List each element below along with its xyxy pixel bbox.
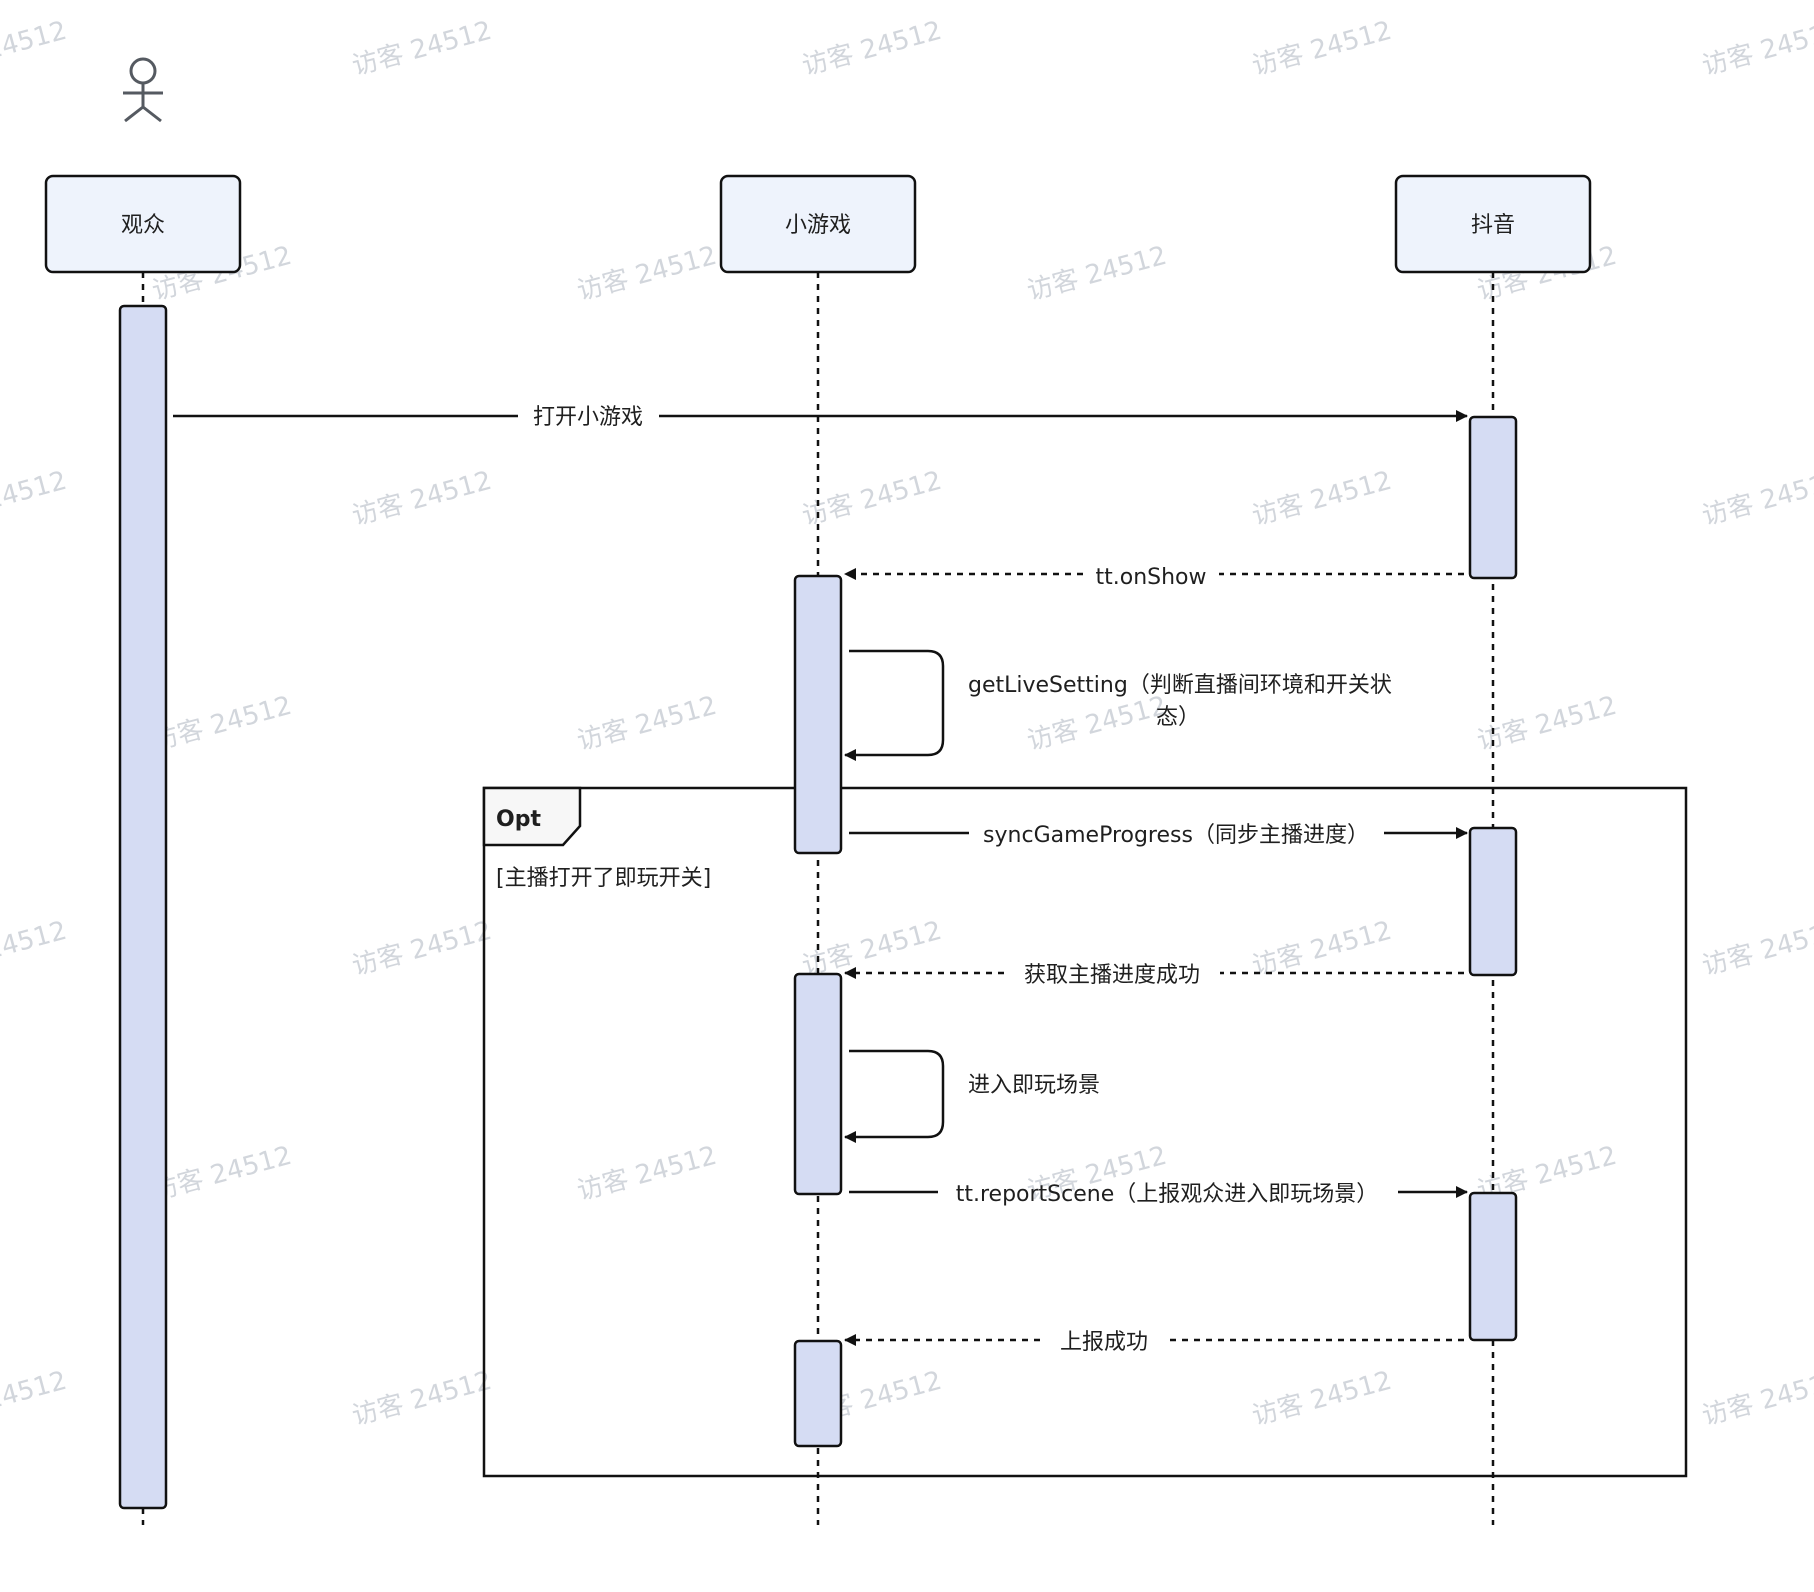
- watermark-text: 访客 24512: [574, 1141, 720, 1207]
- watermark-text: 访客 24512: [1024, 241, 1170, 307]
- activation-minigame-1: [793, 574, 843, 855]
- participant-minigame-label: 小游戏: [785, 213, 851, 238]
- watermark-text: 访客 24512: [1249, 1366, 1395, 1432]
- watermark-text: 访客 24512: [349, 466, 495, 532]
- participant-viewer[interactable]: 观众: [44, 174, 242, 274]
- watermark-text: 访客 24512: [1699, 1366, 1814, 1432]
- opt-frame-tab: [482, 786, 582, 847]
- activation-bars: [118, 304, 1518, 1510]
- watermark-text: 访客 24512: [1024, 691, 1170, 757]
- activation-douyin-3: [1468, 1191, 1518, 1342]
- activation-minigame-3: [793, 1339, 843, 1448]
- watermark-text: 访客 24512: [149, 691, 295, 757]
- opt-frame: Opt [主播打开了即玩开关]: [482, 786, 1688, 1478]
- watermark-text: 访客 24512: [1699, 466, 1814, 532]
- activation-douyin-2: [1468, 826, 1518, 977]
- activation-viewer: [118, 304, 168, 1510]
- watermark-text: 访客 24512: [0, 16, 70, 82]
- message-reportscene[interactable]: tt.reportScene（上报观众进入即玩场景）: [849, 1182, 1468, 1207]
- message-getlivesetting-label-line2: 态）: [1156, 705, 1200, 730]
- watermark-text: 访客 24512: [574, 241, 720, 307]
- watermark-text: 访客 24512: [349, 16, 495, 82]
- message-onshow[interactable]: tt.onShow: [844, 565, 1464, 590]
- participant-viewer-label: 观众: [121, 213, 165, 238]
- message-enter-scene-label: 进入即玩场景: [968, 1073, 1100, 1098]
- message-reportscene-label: tt.reportScene（上报观众进入即玩场景）: [956, 1182, 1379, 1207]
- message-open-minigame[interactable]: 打开小游戏: [173, 405, 1468, 430]
- watermark-text: 访客 24512: [1699, 916, 1814, 982]
- participant-douyin[interactable]: 抖音: [1394, 174, 1592, 274]
- watermark-text: 访客 24512: [799, 16, 945, 82]
- message-syncgameprogress-label: syncGameProgress（同步主播进度）: [983, 823, 1369, 848]
- watermark-text: 访客 24512: [1249, 466, 1395, 532]
- watermark-text: 访客 24512: [1249, 16, 1395, 82]
- watermark-text: 访客 24512: [349, 1366, 495, 1432]
- message-syncgameprogress[interactable]: syncGameProgress（同步主播进度）: [849, 823, 1468, 848]
- message-onshow-label: tt.onShow: [1095, 565, 1206, 590]
- stick-figure-actor-icon: [123, 57, 163, 123]
- activation-douyin-1: [1468, 415, 1518, 580]
- message-open-minigame-label: 打开小游戏: [533, 405, 643, 430]
- message-report-success[interactable]: 上报成功: [844, 1330, 1464, 1355]
- watermark-text: 访客 24512: [1699, 16, 1814, 82]
- opt-frame-guard: [主播打开了即玩开关]: [496, 866, 711, 891]
- lifelines: [141, 272, 1495, 1525]
- watermark-text: 访客 24512: [799, 466, 945, 532]
- message-progress-success[interactable]: 获取主播进度成功: [844, 963, 1464, 988]
- watermark-text: 访客 24512: [1474, 691, 1620, 757]
- participant-minigame[interactable]: 小游戏: [719, 174, 917, 274]
- message-getlivesetting[interactable]: getLiveSetting（判断直播间环境和开关状 态）: [844, 649, 1392, 761]
- watermark-text: 访客 24512: [0, 1366, 70, 1432]
- watermark-text: 访客 24512: [0, 916, 70, 982]
- message-enter-scene[interactable]: 进入即玩场景: [844, 1049, 1100, 1143]
- activation-minigame-2: [793, 972, 843, 1196]
- message-progress-success-label: 获取主播进度成功: [1024, 963, 1200, 988]
- participant-douyin-label: 抖音: [1471, 213, 1515, 238]
- message-getlivesetting-label-line1: getLiveSetting（判断直播间环境和开关状: [968, 673, 1392, 698]
- opt-frame-title: Opt: [496, 807, 541, 832]
- watermark-text: 访客 24512: [349, 916, 495, 982]
- watermark-text: 访客 24512: [149, 1141, 295, 1207]
- watermark-text: 访客 24512: [0, 466, 70, 532]
- message-report-success-label: 上报成功: [1060, 1330, 1148, 1355]
- watermark-text: 访客 24512: [574, 691, 720, 757]
